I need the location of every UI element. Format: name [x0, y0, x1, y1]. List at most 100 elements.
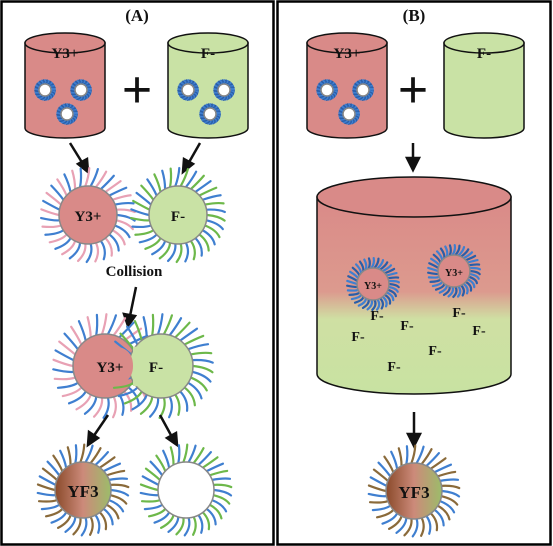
- surfactant-tail: [383, 293, 392, 305]
- surfactant-tail: [155, 454, 167, 473]
- surfactant-tail: [375, 508, 395, 519]
- product-micelle-b: [367, 444, 461, 538]
- micelle-core: [157, 461, 215, 519]
- surfactant-tail: [168, 317, 183, 337]
- surfactant-tail: [372, 468, 389, 482]
- micelle-cluster: [34, 79, 92, 125]
- micelle-core: [181, 83, 195, 97]
- surfactant-tail: [146, 178, 158, 197]
- surfactant-tail: [415, 445, 425, 465]
- surfactant-tail: [177, 444, 181, 465]
- surfactant-tail: [109, 483, 130, 489]
- product-micelle-a: [36, 443, 130, 537]
- plus-sign-a: +: [122, 60, 153, 120]
- surfactant-tail: [169, 446, 175, 467]
- surfactant-tail: [89, 167, 100, 188]
- surfactant-tail: [111, 194, 132, 201]
- surfactant-tail: [410, 444, 417, 465]
- merged-label-f: F-: [149, 360, 163, 376]
- panel-b-label: (B): [403, 6, 426, 25]
- surfactant-tail: [174, 166, 181, 188]
- arrow-a-right: [181, 142, 202, 175]
- micelle-core: [38, 83, 52, 97]
- surfactant-tail: [420, 448, 433, 466]
- surfactant-tail: [456, 285, 462, 298]
- surfactant-tail: [37, 499, 58, 503]
- surfactant-tail: [452, 285, 458, 299]
- surfactant-tail: [174, 393, 181, 416]
- micelle-yttrium: [40, 166, 136, 264]
- big-micelle-2: [427, 243, 481, 299]
- empty-micelle: [139, 443, 233, 537]
- fluoride-ion: F-: [400, 319, 414, 334]
- surfactant-tail: [457, 245, 466, 257]
- surfactant-tail: [191, 358, 214, 364]
- surfactant-tail: [61, 386, 83, 398]
- surfactant-tail: [115, 219, 134, 231]
- surfactant-tail: [468, 272, 480, 280]
- merged-core-right: [133, 346, 178, 387]
- surfactant-tail: [194, 180, 212, 193]
- big-micelle-1: [346, 256, 400, 312]
- surfactant-tail: [447, 285, 455, 298]
- surfactant-tail: [405, 445, 409, 466]
- surfactant-tail: [427, 275, 441, 279]
- surfactant-tail: [108, 477, 129, 481]
- surfactant-tail: [366, 298, 374, 311]
- surfactant-tail: [41, 224, 63, 229]
- micelle-core: [60, 107, 74, 121]
- surfactant-tail: [46, 460, 61, 477]
- surfactant-tail: [140, 184, 155, 201]
- micelle-label-y: Y3+: [75, 209, 102, 225]
- surfactant-tail: [94, 513, 101, 534]
- surfactant-tail: [111, 229, 126, 246]
- surfactant-tail: [112, 317, 127, 337]
- surfactant-tail: [36, 491, 57, 497]
- surfactant-tail: [468, 269, 481, 276]
- surfactant-tail: [38, 475, 57, 486]
- merged-core: [82, 346, 133, 387]
- surfactant-tail: [427, 271, 440, 276]
- surfactant-tail: [387, 282, 400, 289]
- micelle-core: [356, 267, 390, 301]
- mini-micelle: [34, 79, 56, 101]
- surfactant-tail: [99, 174, 115, 191]
- surfactant-tail: [187, 381, 203, 400]
- surfactant-tail: [142, 316, 148, 339]
- surfactant-tail: [198, 233, 210, 252]
- surfactant-tail: [184, 170, 198, 189]
- surfactant-tail: [83, 395, 98, 415]
- micelle-fluoride: [130, 166, 226, 264]
- surfactant-tail: [370, 256, 376, 270]
- surfactant-tail: [368, 500, 389, 504]
- surfactant-tail: [201, 194, 222, 201]
- surfactant-tail: [184, 241, 190, 263]
- surfactant-tail: [179, 327, 199, 342]
- surfactant-tail: [451, 243, 457, 257]
- surfactant-tail: [205, 462, 225, 473]
- surfactant-tail: [397, 447, 403, 468]
- big-micelle-label-2: Y3+: [445, 268, 463, 279]
- surfactant-tail: [139, 395, 154, 415]
- surfactant-tail: [373, 257, 380, 270]
- surfactant-tail: [115, 213, 136, 222]
- surfactant-tail: [390, 450, 399, 470]
- surfactant-tail: [375, 298, 381, 311]
- surfactant-tail: [117, 386, 139, 398]
- micelle-core: [217, 83, 231, 97]
- panel-b-cylinder-fluoride: F-: [443, 32, 525, 139]
- surfactant-tail: [132, 199, 151, 211]
- surfactant-tail: [440, 495, 459, 506]
- surfactant-tail: [367, 484, 388, 493]
- surfactant-tail: [85, 242, 93, 264]
- surfactant-tail: [133, 320, 143, 342]
- surfactant-tail: [191, 370, 212, 383]
- surfactant-tail: [53, 376, 77, 381]
- surfactant-tail: [203, 224, 221, 239]
- surfactant-tail: [168, 395, 173, 419]
- surfactant-tail: [175, 242, 183, 264]
- surfactant-tail: [377, 461, 392, 478]
- arrow-a-split-right: [158, 414, 179, 448]
- surfactant-tail: [58, 340, 77, 356]
- surfactant-tail: [371, 504, 392, 512]
